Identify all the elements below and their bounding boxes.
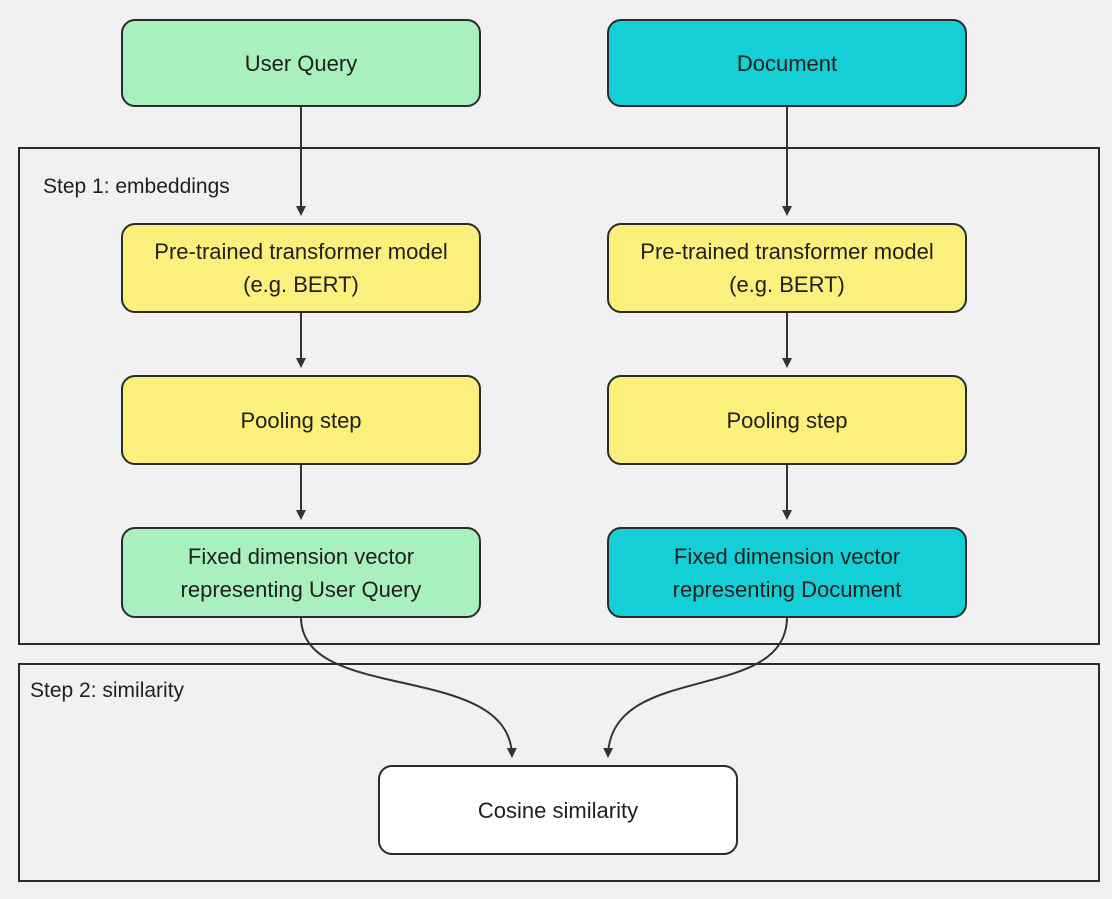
vector-query-line1: Fixed dimension vector [187,543,415,569]
user-query-text: User Query [244,50,358,76]
document-text: Document [736,50,838,76]
user-query-node: User Query [121,19,481,107]
transformer-query-line1: Pre-trained transformer model [154,239,448,264]
cosine-similarity-node: Cosine similarity [378,765,738,855]
step1-label: Step 1: embeddings [43,175,230,198]
transformer-document-line2: (e.g. BERT) [729,272,845,297]
step1-embeddings-group: Step 1: embeddings [18,147,1100,645]
transformer-document-node: Pre-trained transformer model (e.g. BERT… [607,223,967,313]
cosine-similarity-text: Cosine similarity [477,797,639,823]
vector-query-line2: representing User Query [180,576,422,602]
pooling-query-text: Pooling step [240,407,362,433]
step2-label: Step 2: similarity [30,679,185,702]
vector-document-line1: Fixed dimension vector [673,543,901,569]
transformer-query-node: Pre-trained transformer model (e.g. BERT… [121,223,481,313]
pooling-document-node: Pooling step [607,375,967,465]
step2-similarity-group: Step 2: similarity [18,663,1100,882]
edge-vector-document-to-cosine [603,616,788,758]
transformer-document-line1: Pre-trained transformer model [640,239,934,264]
transformer-query-line2: (e.g. BERT) [243,272,359,297]
vector-query-node: Fixed dimension vector representing User… [121,527,481,618]
pooling-document-text: Pooling step [726,407,848,433]
edge-vector-query-to-cosine [300,616,517,758]
document-node: Document [607,19,967,107]
vector-document-node: Fixed dimension vector representing Docu… [607,527,967,618]
vector-document-line2: representing Document [672,576,902,602]
pooling-query-node: Pooling step [121,375,481,465]
